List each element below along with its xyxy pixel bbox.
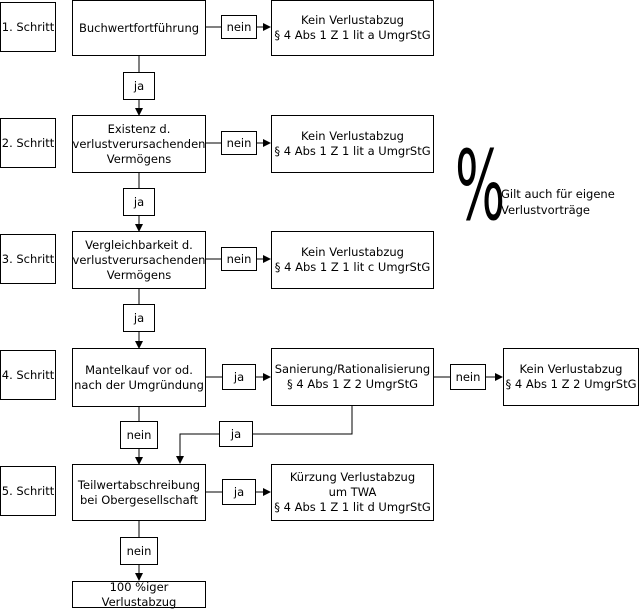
edge-label-ja-back: ja — [219, 421, 253, 447]
result-box-2: Kein Verlustabzug§ 4 Abs 1 Z 1 lit a Umg… — [271, 115, 434, 173]
step-label-5: 5. Schritt — [0, 466, 56, 516]
edge-label-nein-4: nein — [120, 421, 158, 449]
result-box-1: Kein Verlustabzug§ 4 Abs 1 Z 1 lit a Umg… — [271, 0, 434, 56]
main-box-mantelkauf: Mantelkauf vor od.nach der Umgründung — [72, 348, 206, 407]
step-label-2: 2. Schritt — [0, 118, 56, 168]
edge-label-nein-2: nein — [221, 131, 257, 155]
edge-label-nein-5: nein — [120, 537, 158, 565]
note-text: Gilt auch für eigene Verlustvorträge — [501, 187, 615, 217]
edge-label-nein-3: nein — [221, 247, 257, 271]
edge-label-ja-4: ja — [222, 364, 256, 390]
main-box-vergleichbarkeit: Vergleichbarkeit d.verlustverursachenden… — [72, 231, 206, 289]
end-box-verlustabzug: 100 %iger Verlustabzug — [72, 580, 206, 609]
main-box-buchwertfortfuehrung: Buchwertfortführung — [72, 0, 206, 56]
result-box-sanierung: Sanierung/Rationalisierung§ 4 Abs 1 Z 2 … — [271, 348, 434, 406]
result-box-4b: Kein Verlustabzug§ 4 Abs 1 Z 2 UmgrStG — [503, 348, 639, 406]
edge-label-nein-1: nein — [221, 15, 257, 39]
step-label-1: 1. Schritt — [0, 2, 56, 52]
edge-label-ja-2: ja — [123, 188, 155, 216]
edge-label-nein-4b: nein — [450, 364, 486, 390]
edge-label-ja-5: ja — [222, 479, 256, 505]
result-box-3: Kein Verlustabzug§ 4 Abs 1 Z 1 lit c Umg… — [271, 231, 434, 289]
arrow-4-back-ja — [176, 406, 353, 464]
step-label-3: 3. Schritt — [0, 234, 56, 284]
percent-symbol: % — [455, 130, 506, 242]
step-label-4: 4. Schritt — [0, 350, 56, 400]
edge-label-ja-3: ja — [123, 304, 155, 332]
edge-label-ja-1: ja — [123, 72, 155, 100]
